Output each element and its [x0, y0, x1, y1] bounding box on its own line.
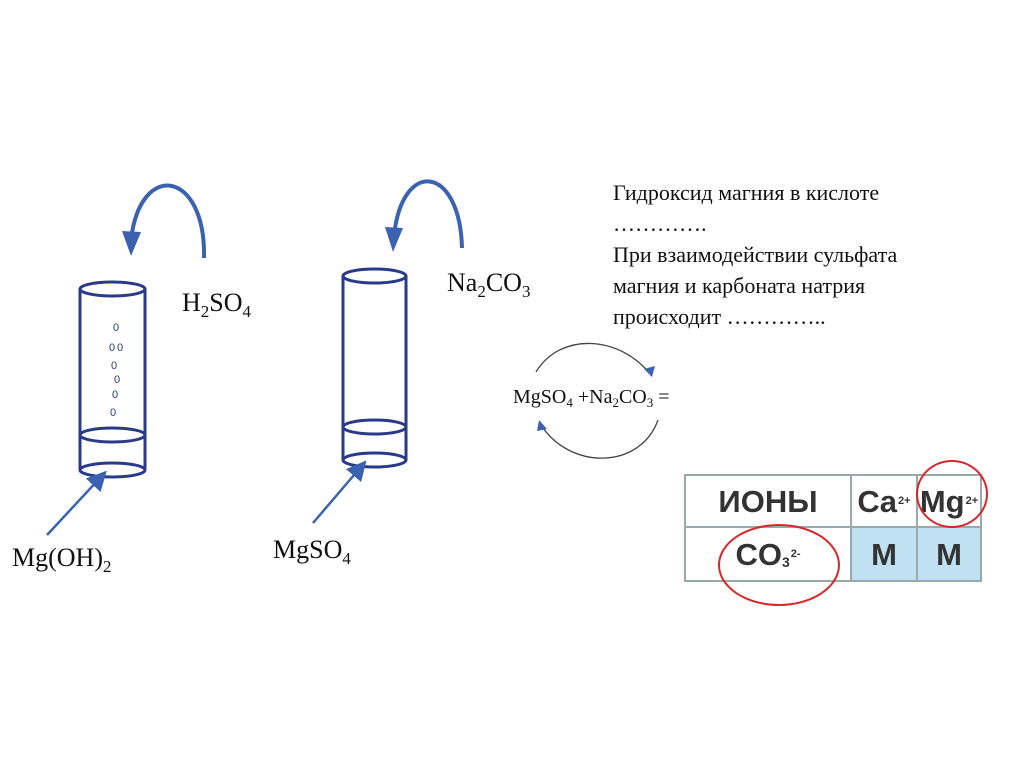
- task-text: Гидроксид магния в кислоте …………. При вза…: [613, 177, 1003, 332]
- tube-right-content-label: MgSO4: [273, 535, 351, 568]
- bubble: 0: [113, 322, 120, 334]
- table-cell-ca-co3: М: [852, 528, 916, 580]
- task-line: ………….: [613, 211, 707, 236]
- reagent-h2so4-label: H2SO4: [182, 288, 252, 321]
- highlight-ring-co3: [718, 524, 840, 606]
- exchange-arrow-bottom: [540, 419, 659, 459]
- task-line: Гидроксид магния в кислоте: [613, 180, 880, 205]
- bubble: 0: [110, 407, 117, 419]
- pour-arrow-left: [129, 183, 207, 259]
- bubble: 0: [111, 360, 118, 372]
- test-tube-right: [341, 267, 408, 469]
- pour-arrow-left-head: [122, 231, 141, 256]
- bubble: 0: [112, 389, 119, 401]
- reaction-equation: MgSO4 +Na2CO3 =: [513, 386, 670, 410]
- pour-arrow-right: [392, 179, 464, 249]
- pointer-arrow-right: [312, 460, 367, 524]
- exchange-arrow-top-head: [644, 366, 655, 377]
- exchange-arrow-bottom-head: [537, 420, 547, 431]
- reagent-na2co3-label: Na2CO3: [447, 268, 531, 301]
- tube-left-content-label: Mg(OH)2: [12, 543, 112, 576]
- test-tube-left: [78, 280, 147, 479]
- pointer-arrow-left: [46, 470, 107, 536]
- table-cell-mg-co3: М: [918, 528, 980, 580]
- bubble: 0: [117, 342, 124, 354]
- exchange-arrow-top: [535, 342, 652, 376]
- task-line: При взаимодействии сульфата: [613, 242, 898, 267]
- highlight-ring-mg: [916, 460, 988, 528]
- task-line: магния и карбоната натрия: [613, 273, 866, 298]
- bubble: 0: [114, 374, 121, 386]
- pour-arrow-right-head: [385, 227, 403, 252]
- task-line: происходит …………..: [613, 304, 826, 329]
- bubble: 0: [109, 342, 116, 354]
- table-header-ions: ИОНЫ: [718, 483, 818, 519]
